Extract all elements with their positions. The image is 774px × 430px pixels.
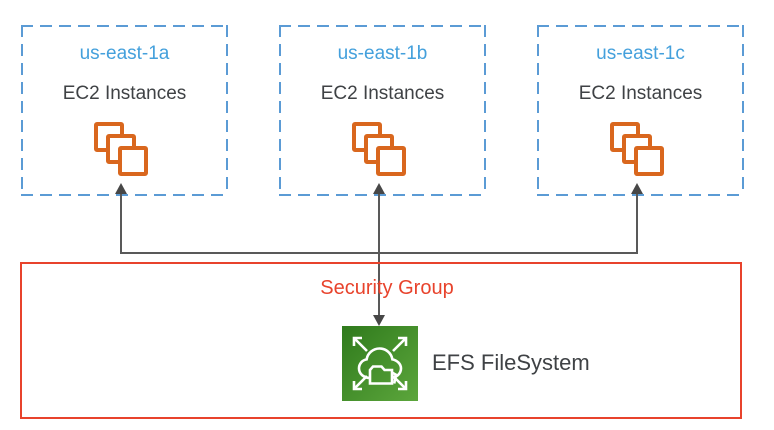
folder-icon	[368, 365, 394, 385]
az-name: us-east-1b	[337, 43, 428, 64]
ec2-instances-icon	[609, 122, 664, 176]
security-group-box	[20, 262, 742, 419]
folder-flap-icon	[391, 371, 398, 384]
security-group-label: Security Group	[320, 277, 454, 299]
connector-line-az2-efs	[378, 193, 380, 315]
az-box-us-east-1b: us-east-1b EC2 Instances	[279, 25, 486, 196]
instance-square-icon	[375, 146, 406, 176]
connector-line-az1	[120, 193, 122, 252]
cloud-icon	[357, 347, 403, 380]
ec2-instances-label: EC2 Instances	[320, 83, 445, 104]
expand-arrow-icon	[352, 336, 368, 352]
az-box-us-east-1c: us-east-1c EC2 Instances	[537, 25, 744, 196]
efs-filesystem-label: EFS FileSystem	[432, 350, 590, 375]
expand-arrow-icon	[392, 336, 408, 352]
ec2-instances-icon	[93, 122, 148, 176]
instance-square-icon	[633, 146, 664, 176]
arrow-up-icon	[115, 183, 127, 194]
arrow-up-icon	[631, 183, 643, 194]
arrow-down-icon	[373, 315, 385, 326]
ec2-instances-label: EC2 Instances	[578, 83, 703, 104]
connector-line-az3	[636, 193, 638, 252]
az-box-us-east-1a: us-east-1a EC2 Instances	[21, 25, 228, 196]
az-name: us-east-1a	[79, 43, 170, 64]
instance-square-icon	[117, 146, 148, 176]
ec2-instances-label: EC2 Instances	[62, 83, 187, 104]
ec2-instances-icon	[351, 122, 406, 176]
arrow-up-icon	[373, 183, 385, 194]
efs-icon	[342, 326, 418, 401]
az-name: us-east-1c	[596, 43, 685, 64]
